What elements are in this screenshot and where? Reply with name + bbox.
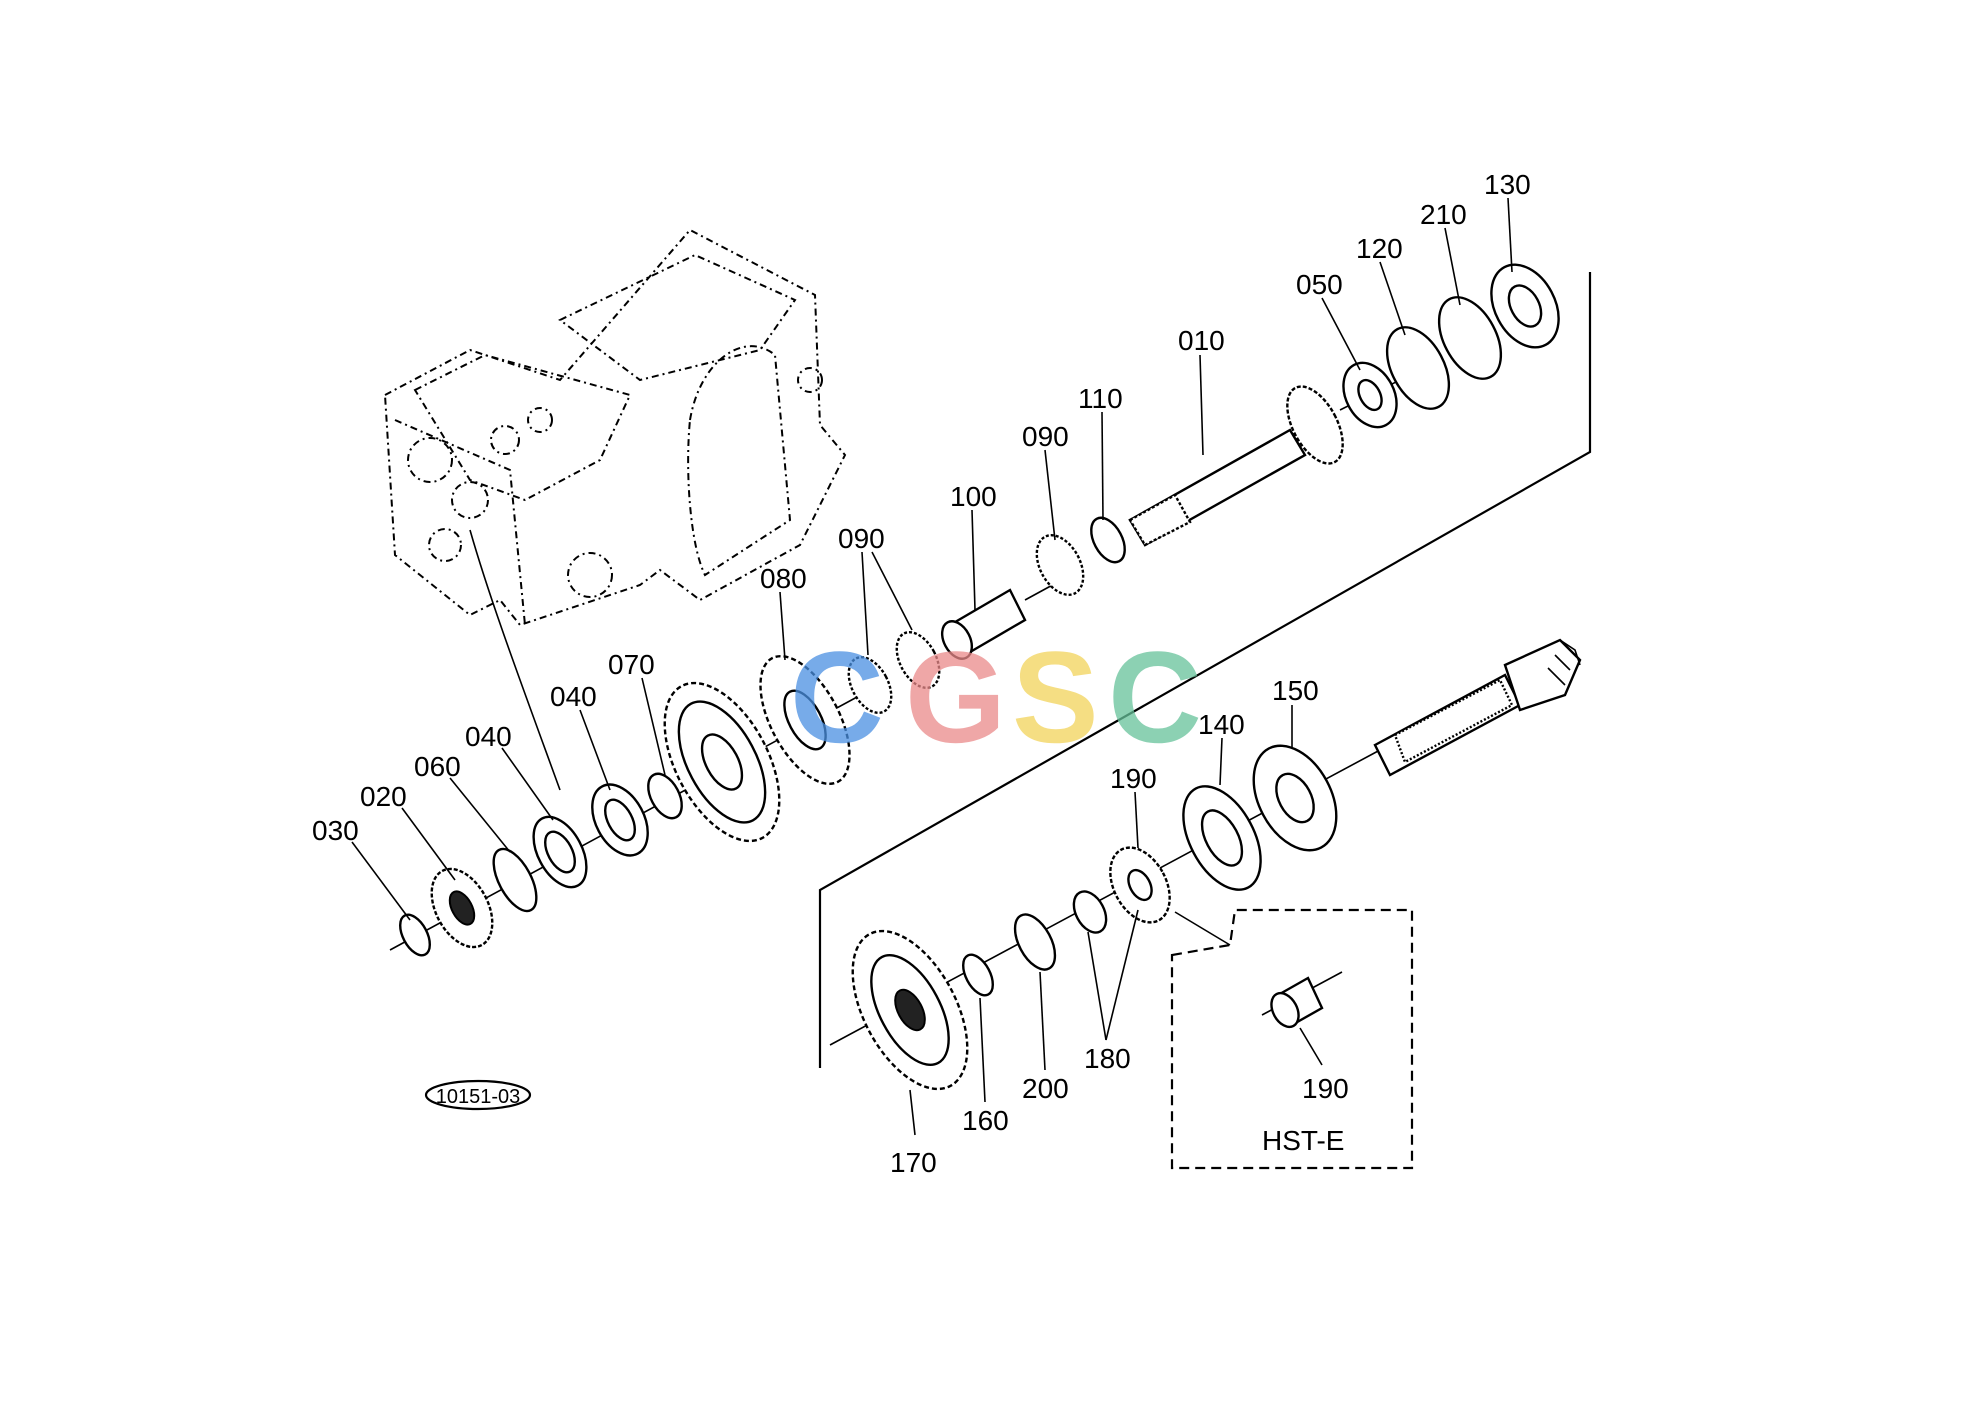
part-090-needle-bearings-a [847, 630, 941, 715]
callout-020: 020 [360, 781, 407, 812]
pinion-shaft [1373, 638, 1582, 777]
hst-e-inset: HST-E [1170, 908, 1414, 1170]
callout-090-a: 090 [838, 523, 885, 554]
callout-120: 120 [1356, 233, 1403, 264]
transmission-housing [383, 228, 847, 791]
callout-060: 060 [414, 751, 461, 782]
part-030-snap-ring [399, 913, 431, 957]
callout-040-a: 040 [465, 721, 512, 752]
part-180-ring [1072, 890, 1108, 934]
cgsc-watermark: C G S C [790, 624, 1202, 770]
part-050-bearing [1342, 361, 1398, 429]
watermark-letter-s: S [1012, 624, 1099, 770]
callout-180: 180 [1084, 1043, 1131, 1074]
group-bracket [818, 272, 1592, 1068]
part-190-collar-hst-e [1270, 976, 1324, 1029]
part-160-snap-ring [962, 953, 994, 997]
part-100-sleeve [940, 588, 1027, 660]
callout-labels: 030 020 060 040 040 070 080 090 100 090 … [312, 169, 1531, 1178]
part-060-ring [492, 847, 538, 913]
part-070-collar [647, 772, 683, 820]
callout-210: 210 [1420, 199, 1467, 230]
part-040-bearing-b [591, 783, 649, 857]
part-190-gear [1109, 846, 1171, 924]
callout-190-b: 190 [1302, 1073, 1349, 1104]
part-110-ring [1090, 516, 1126, 564]
lower-shaft-group [829, 638, 1582, 1091]
callout-200: 200 [1022, 1073, 1069, 1104]
watermark-letter-c2: C [1108, 624, 1202, 770]
part-170-gear [851, 929, 969, 1091]
leader-lines [351, 197, 1513, 1136]
watermark-letter-c1: C [790, 624, 884, 770]
callout-080: 080 [760, 563, 807, 594]
part-150-bearing [1252, 744, 1338, 852]
callout-140: 140 [1198, 709, 1245, 740]
callout-040-b: 040 [550, 681, 597, 712]
part-090-needle-bearing-b [1035, 534, 1085, 596]
watermark-letter-g: G [905, 624, 1006, 770]
part-large-gear [663, 681, 781, 843]
callout-050: 050 [1296, 269, 1343, 300]
callout-170: 170 [890, 1147, 937, 1178]
part-200-collar [1013, 913, 1057, 971]
callout-010: 010 [1178, 325, 1225, 356]
upper-left-shaft-group [389, 263, 1560, 957]
inset-label: HST-E [1262, 1125, 1344, 1156]
callout-070: 070 [608, 649, 655, 680]
callout-150: 150 [1272, 675, 1319, 706]
part-130-bearing [1490, 263, 1560, 349]
part-040-bearing-a [532, 815, 588, 889]
callout-100: 100 [950, 481, 997, 512]
part-120-shim [1385, 326, 1451, 410]
part-020-gear [430, 867, 494, 949]
part-210-shim [1437, 296, 1503, 380]
part-140-bearing [1182, 785, 1262, 891]
callout-190-a: 190 [1110, 763, 1157, 794]
drawing-code-badge: 10151-03 [424, 1079, 532, 1111]
callout-110: 110 [1078, 383, 1123, 414]
callout-160: 160 [962, 1105, 1009, 1136]
callout-030: 030 [312, 815, 359, 846]
part-010-shaft [1128, 385, 1344, 547]
part-080-gear [759, 654, 851, 786]
callout-130: 130 [1484, 169, 1531, 200]
callout-090-b: 090 [1022, 421, 1069, 452]
drawing-code: 10151-03 [436, 1086, 521, 1108]
